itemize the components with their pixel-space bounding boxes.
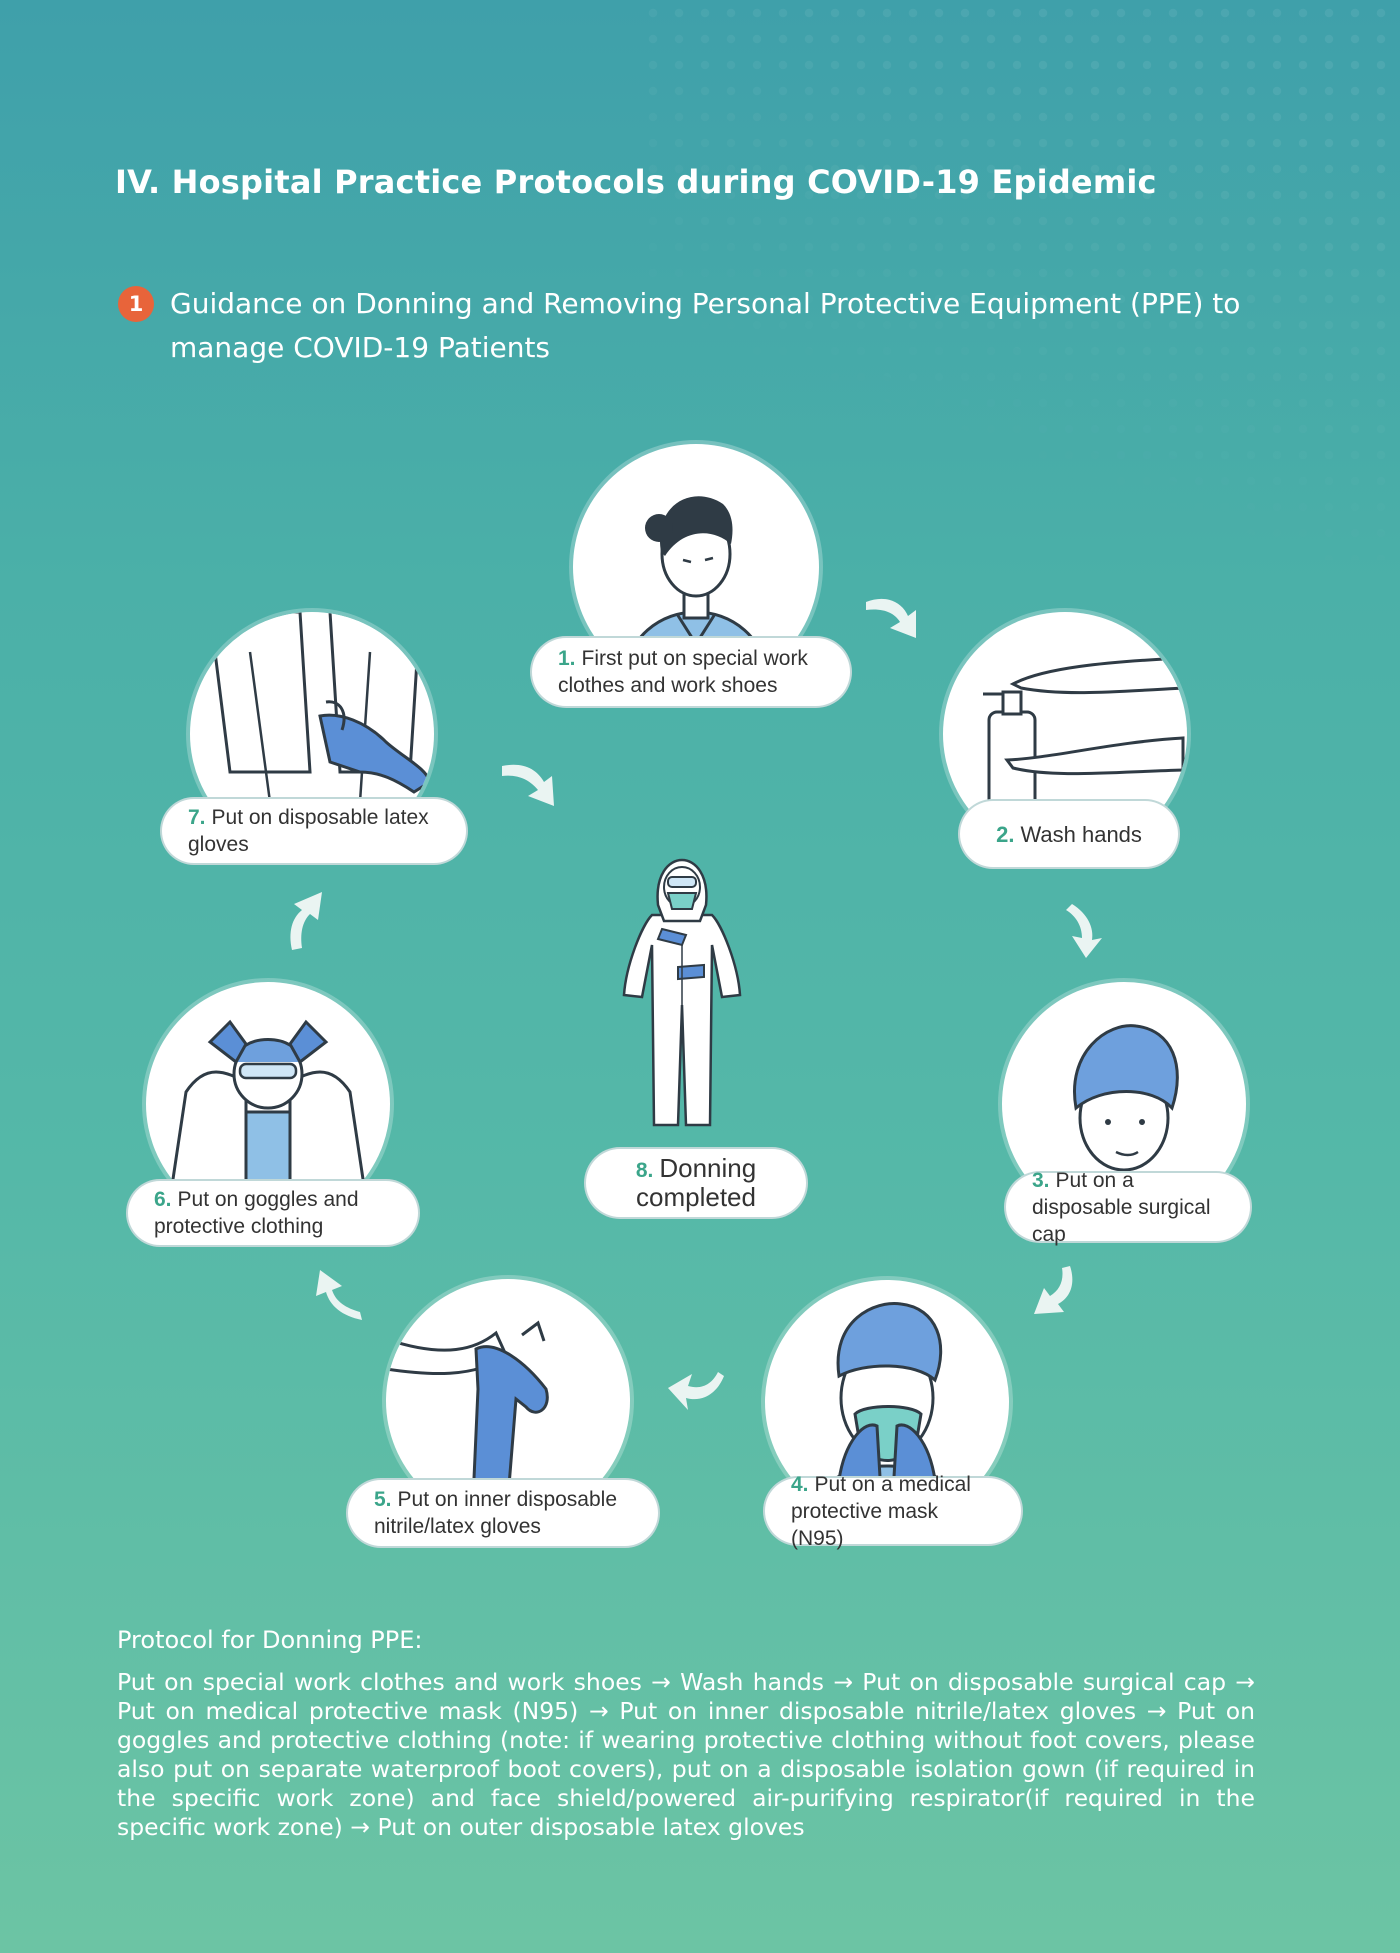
step-7-text: Put on disposable latex gloves — [188, 806, 429, 856]
step-5-label: 5.Put on inner disposable nitrile/latex … — [346, 1478, 660, 1548]
step-7-label: 7.Put on disposable latex gloves — [160, 797, 468, 865]
flow-arrow-3-to-4 — [1030, 1262, 1090, 1322]
flow-arrow-6-to-7 — [278, 888, 338, 950]
step-6-number: 6. — [154, 1188, 172, 1211]
step-3-number: 3. — [1032, 1168, 1050, 1192]
step-1-number: 1. — [558, 647, 576, 670]
protocol-text: Put on special work clothes and work sho… — [117, 1668, 1255, 1841]
section-number-badge: 1 — [118, 286, 154, 322]
step-4-text: Put on a medical protective mask (N95) — [791, 1472, 971, 1550]
step-1-text: First put on special work clothes and wo… — [558, 647, 808, 697]
step-3-text: Put on a disposable surgical cap — [1032, 1168, 1211, 1246]
step-2-text: Wash hands — [1020, 821, 1142, 847]
flow-arrow-2-to-3 — [1062, 900, 1122, 960]
protocol-label: Protocol for Donning PPE: — [117, 1626, 423, 1654]
step-2-number: 2. — [996, 821, 1015, 847]
flow-arrow-1-to-2 — [862, 588, 922, 648]
step-3-label: 3.Put on a disposable surgical cap — [1004, 1168, 1252, 1246]
step-2-label: 2.Wash hands — [958, 799, 1180, 869]
flow-arrow-5-to-6 — [306, 1268, 366, 1328]
step-6-text: Put on goggles and protective clothing — [154, 1188, 359, 1238]
step-5-text: Put on inner disposable nitrile/latex gl… — [374, 1488, 618, 1538]
step-4-number: 4. — [791, 1472, 809, 1496]
step-8-illustration — [612, 825, 752, 1145]
flow-arrow-4-to-5 — [666, 1356, 726, 1416]
page-title: IV. Hospital Practice Protocols during C… — [115, 163, 1157, 201]
step-1-label: 1.First put on special work clothes and … — [530, 636, 852, 708]
step-8-text: Donning completed — [636, 1153, 757, 1212]
step-6-label: 6.Put on goggles and protective clothing — [126, 1179, 420, 1247]
step-8-number: 8. — [635, 1159, 654, 1182]
step-5-number: 5. — [374, 1488, 392, 1511]
step-4-label: 4.Put on a medical protective mask (N95) — [763, 1472, 1023, 1550]
step-7-number: 7. — [188, 806, 206, 829]
flow-arrow-7-to-8 — [500, 756, 560, 816]
step-8-label: 8.Donning completed — [584, 1147, 808, 1219]
section-title: Guidance on Donning and Removing Persona… — [170, 287, 1241, 364]
